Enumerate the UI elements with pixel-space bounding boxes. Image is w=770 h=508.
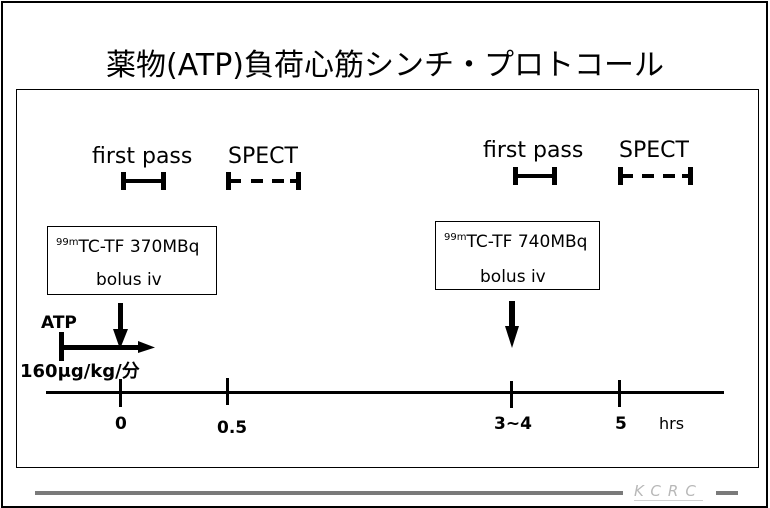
tick-label-5: 5 [615, 414, 627, 434]
tick-label-0: 0 [115, 414, 127, 434]
tick-0 [119, 379, 122, 407]
first-pass-bar-2 [513, 167, 557, 185]
tick-5 [618, 380, 621, 407]
spect-bar-2 [618, 167, 693, 185]
atp-infusion-arrow [59, 332, 155, 361]
isotope-superscript-2: 99m [444, 232, 467, 243]
atp-dose-label: 160μg/kg/分 [20, 361, 140, 382]
protocol-panel [16, 89, 759, 468]
first-pass-label-2: first pass [483, 138, 584, 163]
footer-bar [35, 491, 623, 495]
slide-title: 薬物(ATP)負荷心筋シンチ・プロトコール [105, 48, 665, 83]
injection-arrow-1 [113, 303, 128, 349]
route-2: bolus iv [480, 267, 546, 287]
route-1: bolus iv [96, 270, 162, 290]
agent-dose-1: TC-TF 370MBq [78, 237, 200, 257]
time-unit-label: hrs [659, 414, 685, 433]
tick-label-0.5: 0.5 [217, 418, 248, 438]
spect-bar-1 [226, 172, 301, 190]
atp-label: ATP [41, 313, 77, 333]
spect-label-1: SPECT [228, 144, 298, 169]
footer-logo: KCRC [634, 482, 703, 501]
tick-3-4 [510, 381, 513, 408]
injection-arrow-2 [505, 301, 519, 348]
injection-agent-2: 99mTC-TF 740MBq [444, 232, 587, 252]
tick-label-3-4: 3~4 [494, 414, 532, 434]
first-pass-label-1: first pass [92, 144, 193, 169]
isotope-superscript-1: 99m [56, 237, 79, 248]
tick-0.5 [226, 378, 229, 405]
footer-dash [716, 491, 738, 495]
timeline-axis [46, 378, 724, 408]
injection-box-2: 99mTC-TF 740MBq bolus iv [435, 221, 600, 290]
spect-label-2: SPECT [619, 138, 689, 163]
first-pass-bar-1 [121, 172, 166, 190]
agent-dose-2: TC-TF 740MBq [466, 232, 588, 252]
injection-box-1: 99mTC-TF 370MBq bolus iv [47, 226, 217, 295]
injection-agent-1: 99mTC-TF 370MBq [56, 237, 199, 257]
